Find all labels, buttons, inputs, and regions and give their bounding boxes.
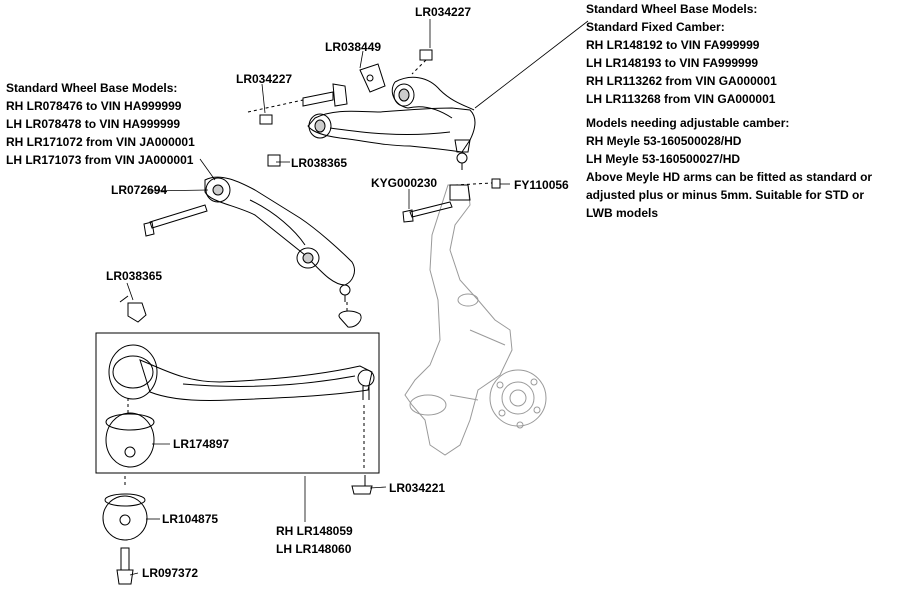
note-line: RH LR171072 from VIN JA000001 <box>6 135 195 149</box>
upper-arm-note: Standard Wheel Base Models: Standard Fix… <box>586 0 891 222</box>
upper-control-arm <box>307 76 476 170</box>
part-label-fy110056: FY110056 <box>514 178 569 192</box>
part-label-lr097372: LR097372 <box>142 566 199 580</box>
note-line: Models needing adjustable camber: <box>586 116 790 130</box>
part-label-lr038365-upper: LR038365 <box>291 156 348 170</box>
note-line: LH LR171073 from VIN JA000001 <box>6 153 194 167</box>
part-label-lr174897: LR174897 <box>173 437 230 451</box>
part-label-lr034221: LR034221 <box>389 481 446 495</box>
knuckle-upper-bolts <box>402 178 501 223</box>
note-line: Standard Wheel Base Models: <box>6 81 178 95</box>
lower-ball-joint-nut <box>351 485 373 495</box>
note-line: Standard Fixed Camber: <box>586 20 725 34</box>
hydrobush <box>102 475 148 541</box>
part-label-lr034227-left: LR034227 <box>236 72 293 86</box>
lower-arm-assembly-frame <box>95 332 380 474</box>
part-label-lr038449: LR038449 <box>325 40 382 54</box>
leader-lines <box>126 19 589 576</box>
part-label-lr072694: LR072694 <box>111 183 168 197</box>
part-label-lh-lr148060: LH LR148060 <box>276 542 352 556</box>
note-line: LH LR148193 to VIN FA999999 <box>586 56 759 70</box>
note-line: RH Meyle 53-160500028/HD <box>586 134 742 148</box>
note-line: LH Meyle 53-160500027/HD <box>586 152 741 166</box>
upper-arm-fixings <box>247 49 433 125</box>
part-label-lr104875: LR104875 <box>162 512 219 526</box>
lower-bolt <box>116 547 134 585</box>
lower-arm-bush <box>105 398 155 468</box>
part-label-lr038365-lower: LR038365 <box>106 269 163 283</box>
note-line: RH LR113262 from VIN GA000001 <box>586 74 777 88</box>
rear-lower-arm <box>108 344 375 470</box>
note-line: LH LR113268 from VIN GA000001 <box>586 92 776 106</box>
part-label-rh-lr148059: RH LR148059 <box>276 524 353 538</box>
meyle-arm-note: Above Meyle HD arms can be fitted as sta… <box>586 170 873 220</box>
front-lower-arm-note: Standard Wheel Base Models: RH LR078476 … <box>6 79 195 169</box>
note-line: RH LR078476 to VIN HA999999 <box>6 99 182 113</box>
note-line: Standard Wheel Base Models: <box>586 2 758 16</box>
part-label-kyg000230: KYG000230 <box>371 176 438 190</box>
note-line: LH LR078478 to VIN HA999999 <box>6 117 181 131</box>
steering-knuckle <box>404 184 547 456</box>
part-label-lr034227-top: LR034227 <box>415 5 472 19</box>
note-line: RH LR148192 to VIN FA999999 <box>586 38 760 52</box>
lower-left-fixings <box>119 295 147 323</box>
front-lower-arm <box>143 154 362 328</box>
